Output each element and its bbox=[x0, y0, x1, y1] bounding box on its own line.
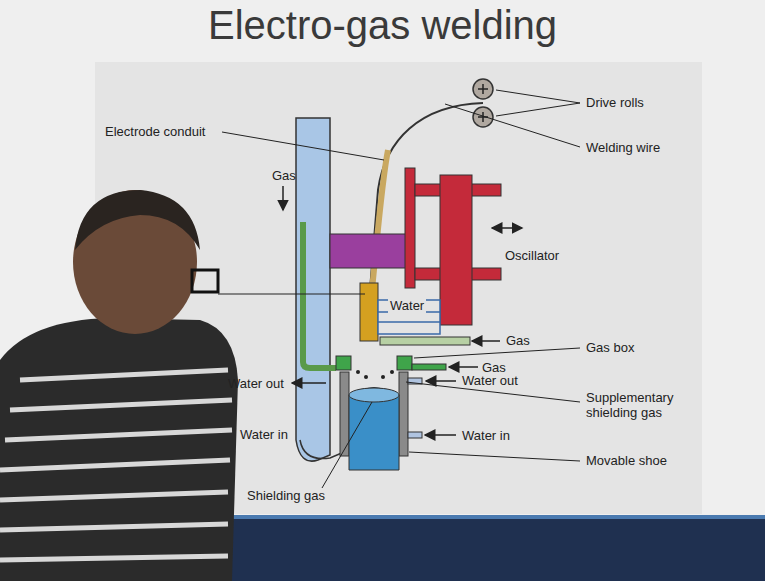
part-label: Gas box bbox=[586, 340, 634, 355]
part-label: Welding wire bbox=[586, 140, 660, 155]
part-label: Water in bbox=[240, 427, 288, 442]
part-label: Water in bbox=[462, 428, 510, 443]
part-label: Water out bbox=[228, 376, 284, 391]
slide-title: Electro-gas welding bbox=[0, 2, 765, 48]
part-label: Gas bbox=[506, 333, 530, 348]
part-label: Drive rolls bbox=[586, 95, 644, 110]
part-label: Oscillator bbox=[505, 248, 559, 263]
part-label: Supplementary shielding gas bbox=[586, 390, 698, 420]
part-label: Movable shoe bbox=[586, 453, 667, 468]
presenter-figure bbox=[0, 190, 238, 581]
part-label: Gas bbox=[272, 168, 296, 183]
part-label: Water out bbox=[462, 373, 518, 388]
part-label: Shielding gas bbox=[245, 488, 327, 503]
part-label: Electrode conduit bbox=[105, 124, 205, 139]
part-label: Gas bbox=[482, 360, 506, 375]
part-label: Water bbox=[388, 298, 426, 313]
